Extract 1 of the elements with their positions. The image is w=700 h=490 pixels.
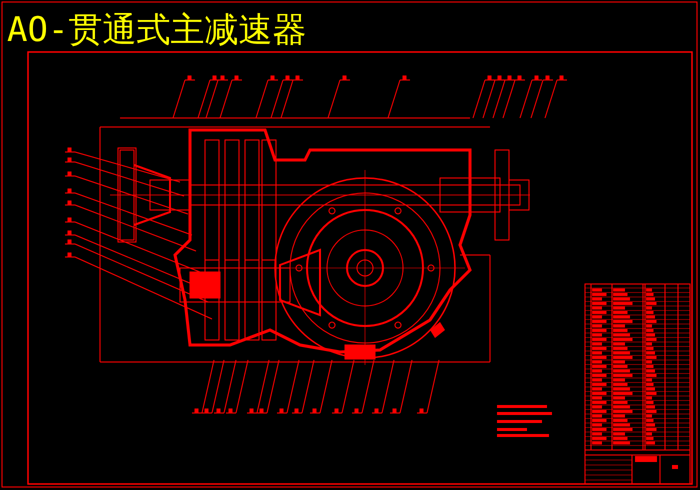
drawing-title: AO-贯通式主减速器 <box>7 10 306 50</box>
